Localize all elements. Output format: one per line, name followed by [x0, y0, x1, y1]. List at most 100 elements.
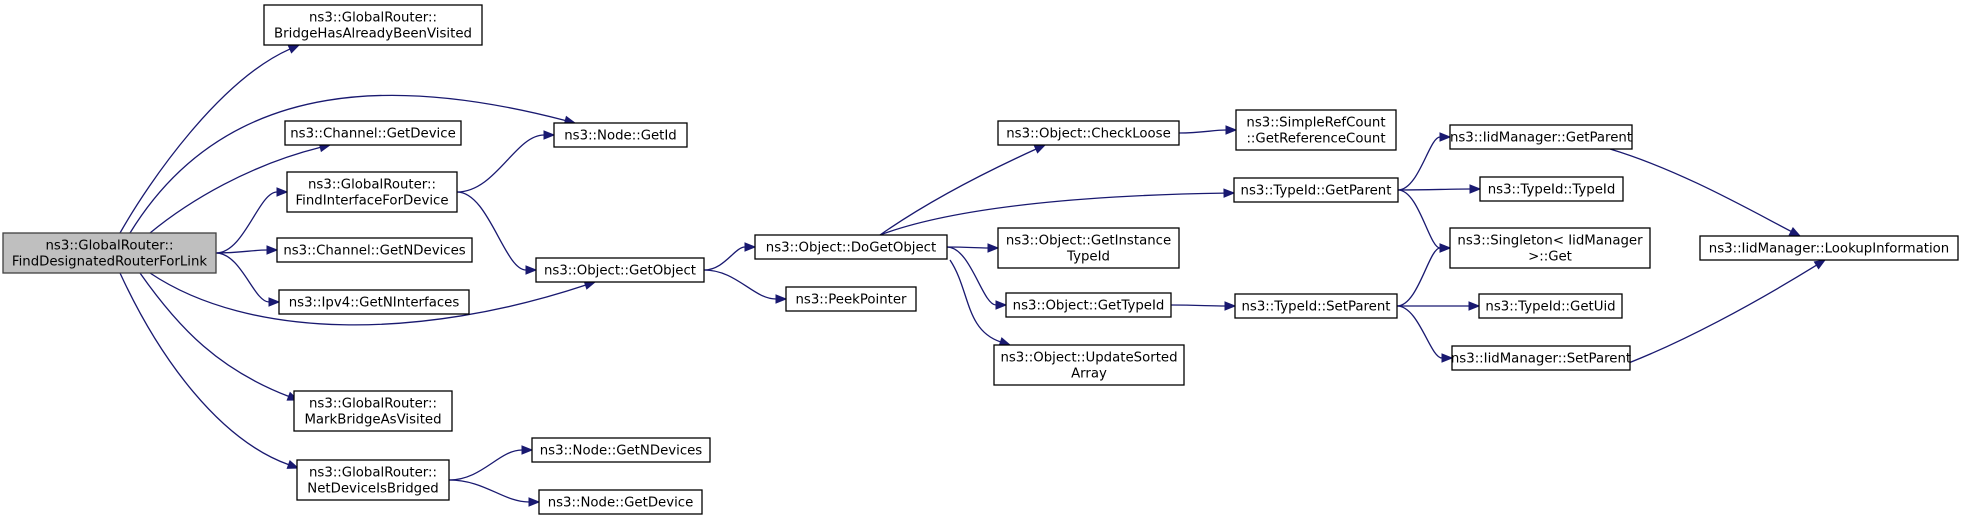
node-tidTypeId[interactable]: ns3::TypeId::TypeId: [1479, 176, 1624, 202]
node-chanGetDevice[interactable]: ns3::Channel::GetDevice: [284, 120, 462, 146]
node-getObject[interactable]: ns3::Object::GetObject: [535, 257, 705, 283]
node-label-line: ns3::Channel::GetNDevices: [283, 244, 465, 259]
node-nodeGetDevice[interactable]: ns3::Node::GetDevice: [538, 489, 703, 515]
edge-root-to-ipv4GetN: [215, 252, 281, 307]
edge-line: [119, 272, 289, 466]
edge-root-to-bridgeVisited: [119, 44, 301, 234]
node-label-line: ns3::Object::GetObject: [544, 264, 696, 279]
node-markBridge[interactable]: ns3::GlobalRouter::MarkBridgeAsVisited: [293, 390, 453, 432]
node-box: [278, 289, 470, 315]
node-box: [276, 237, 473, 263]
node-netDevBridged[interactable]: ns3::GlobalRouter::NetDeviceIsBridged: [296, 459, 450, 501]
node-label-line: ns3::Node::GetDevice: [548, 496, 694, 511]
arrowhead: [521, 445, 534, 455]
edge-line: [879, 148, 1037, 236]
edge-line: [448, 479, 530, 503]
node-box: [263, 4, 483, 46]
edge-iidGetParent-to-lookupInfo: [1609, 148, 1802, 237]
node-box: [1478, 293, 1623, 319]
node-label-line: ns3::Singleton< IidManager: [1457, 234, 1643, 249]
edge-line: [129, 94, 566, 234]
node-box: [754, 234, 948, 260]
node-label-line: ns3::GlobalRouter::: [309, 397, 437, 412]
arrowhead: [1224, 301, 1237, 311]
node-checkLoose[interactable]: ns3::Object::CheckLoose: [997, 120, 1180, 146]
edge-line: [1397, 189, 1441, 249]
edge-line: [703, 246, 746, 271]
node-label-line: ns3::Object::CheckLoose: [1006, 127, 1171, 142]
edge-tidSetParent-to-tidGetUid: [1397, 301, 1481, 311]
node-label-line: FindInterfaceForDevice: [295, 194, 448, 209]
arrowhead: [268, 297, 281, 307]
arrowhead: [276, 187, 289, 197]
arrowhead: [995, 300, 1008, 310]
node-box: [296, 459, 450, 501]
node-root[interactable]: ns3::GlobalRouter::FindDesignatedRouterF…: [2, 232, 217, 274]
node-chanGetN[interactable]: ns3::Channel::GetNDevices: [276, 237, 473, 263]
node-nodeGetId[interactable]: ns3::Node::GetId: [553, 122, 688, 148]
node-label-line: ns3::SimpleRefCount: [1246, 116, 1385, 131]
node-box: [997, 120, 1180, 146]
arrowhead: [1468, 301, 1481, 311]
edge-iidSetParent-to-lookupInfo: [1609, 259, 1827, 371]
node-label-line: FindDesignatedRouterForLink: [12, 255, 208, 270]
node-box: [1005, 292, 1172, 318]
edge-line: [949, 259, 1001, 343]
node-iidSetParent[interactable]: ns3::IidManager::SetParent: [1451, 345, 1631, 371]
edge-netDevBridged-to-nodeGetDevice: [448, 479, 541, 507]
node-box: [284, 120, 462, 146]
node-peekPointer[interactable]: ns3::PeekPointer: [785, 286, 917, 312]
node-label-line: ns3::GlobalRouter::: [46, 239, 174, 254]
node-label-line: ns3::Ipv4::GetNInterfaces: [289, 296, 460, 311]
edge-line: [1178, 129, 1227, 134]
edge-line: [448, 449, 523, 481]
arrowhead: [1441, 353, 1454, 363]
edge-line: [215, 252, 270, 303]
node-label-line: ns3::IidManager::SetParent: [1451, 352, 1631, 367]
node-label-line: ns3::IidManager::GetParent: [1450, 131, 1632, 146]
edge-root-to-chanGetN: [215, 245, 279, 255]
node-doGetObject[interactable]: ns3::Object::DoGetObject: [754, 234, 948, 260]
node-box: [1233, 177, 1399, 203]
node-singletonGet[interactable]: ns3::Singleton< IidManager >::Get: [1449, 227, 1651, 269]
edge-getObject-to-peekPointer: [703, 269, 788, 304]
node-label-line: NetDeviceIsBridged: [307, 482, 438, 497]
edge-line: [946, 246, 989, 249]
node-ipv4GetN[interactable]: ns3::Ipv4::GetNInterfaces: [278, 289, 470, 315]
edge-findIface-to-getObject: [456, 191, 538, 275]
edge-line: [1397, 136, 1441, 191]
edge-root-to-findIface: [215, 187, 289, 254]
node-label-line: ns3::TypeId::GetUid: [1485, 300, 1615, 315]
edge-line: [215, 191, 278, 254]
edge-netDevBridged-to-nodeGetN: [448, 445, 534, 481]
node-box: [1449, 124, 1633, 150]
node-getTypeId[interactable]: ns3::Object::GetTypeId: [1005, 292, 1172, 318]
node-iidGetParent[interactable]: ns3::IidManager::GetParent: [1449, 124, 1633, 150]
node-label-line: ns3::PeekPointer: [795, 293, 907, 308]
arrowhead: [1439, 243, 1452, 253]
node-lookupInfo[interactable]: ns3::IidManager::LookupInformation: [1699, 235, 1959, 261]
node-findIface[interactable]: ns3::GlobalRouter::FindInterfaceForDevic…: [286, 171, 458, 213]
node-label-line: >::Get: [1528, 250, 1572, 265]
node-bridgeVisited[interactable]: ns3::GlobalRouter::BridgeHasAlreadyBeenV…: [263, 4, 483, 46]
node-box: [997, 227, 1180, 269]
edge-line: [879, 192, 1225, 236]
arrowhead: [287, 44, 301, 54]
edges-layer: [119, 44, 1827, 507]
node-label-line: ns3::Object::GetInstance: [1006, 234, 1171, 249]
node-refCount[interactable]: ns3::SimpleRefCount::GetReferenceCount: [1235, 109, 1397, 151]
node-tidSetParent[interactable]: ns3::TypeId::SetParent: [1234, 293, 1398, 319]
node-label-line: ns3::GlobalRouter::: [308, 178, 436, 193]
node-box: [535, 257, 705, 283]
node-box: [785, 286, 917, 312]
edge-getObject-to-doGetObject: [703, 242, 757, 271]
node-nodeGetN[interactable]: ns3::Node::GetNDevices: [531, 437, 711, 463]
node-tidGetUid[interactable]: ns3::TypeId::GetUid: [1478, 293, 1623, 319]
edge-doGetObject-to-getInstTid: [946, 243, 1000, 253]
node-tidGetParent[interactable]: ns3::TypeId::GetParent: [1233, 177, 1399, 203]
edge-tidSetParent-to-singletonGet: [1396, 243, 1452, 307]
edge-tidGetParent-to-iidGetParent: [1397, 132, 1452, 191]
node-label-line: ns3::GlobalRouter::: [309, 11, 437, 26]
